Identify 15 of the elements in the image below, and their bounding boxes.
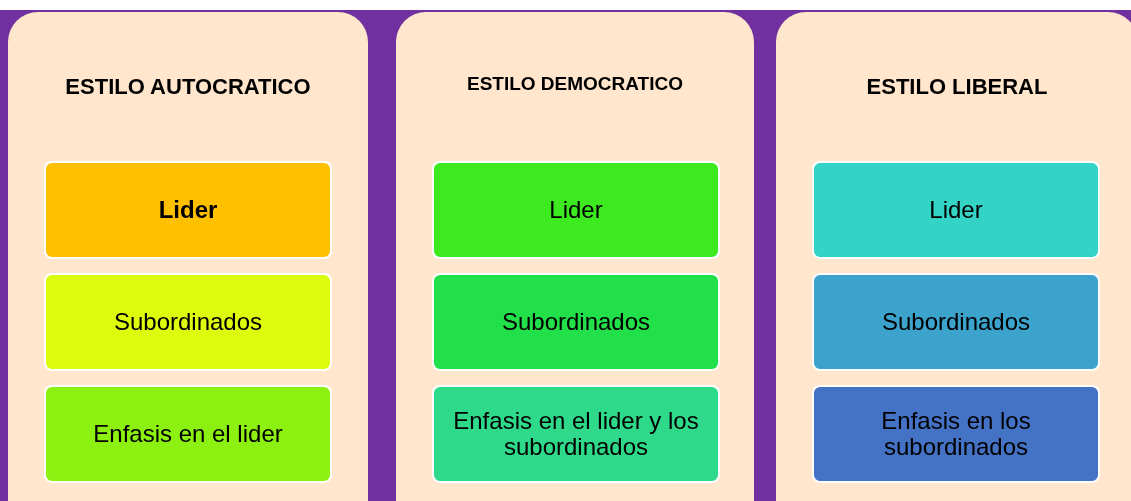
item-box: Subordinados: [44, 273, 332, 371]
item-box: Enfasis en el lider: [44, 385, 332, 483]
item-box: Lider: [432, 161, 720, 259]
item-box: Lider: [44, 161, 332, 259]
style-card: [776, 12, 1131, 501]
card-heading: ESTILO LIBERAL: [865, 73, 1049, 101]
item-box: Subordinados: [812, 273, 1100, 371]
item-box: Enfasis en el lider y los subordinados: [432, 385, 720, 483]
style-card: [8, 12, 368, 501]
card-heading: ESTILO AUTOCRATICO: [64, 73, 312, 101]
item-box: Subordinados: [432, 273, 720, 371]
style-card: [396, 12, 754, 501]
item-box: Enfasis en los subordinados: [812, 385, 1100, 483]
card-heading: ESTILO DEMOCRATICO: [465, 72, 684, 96]
item-box: Lider: [812, 161, 1100, 259]
